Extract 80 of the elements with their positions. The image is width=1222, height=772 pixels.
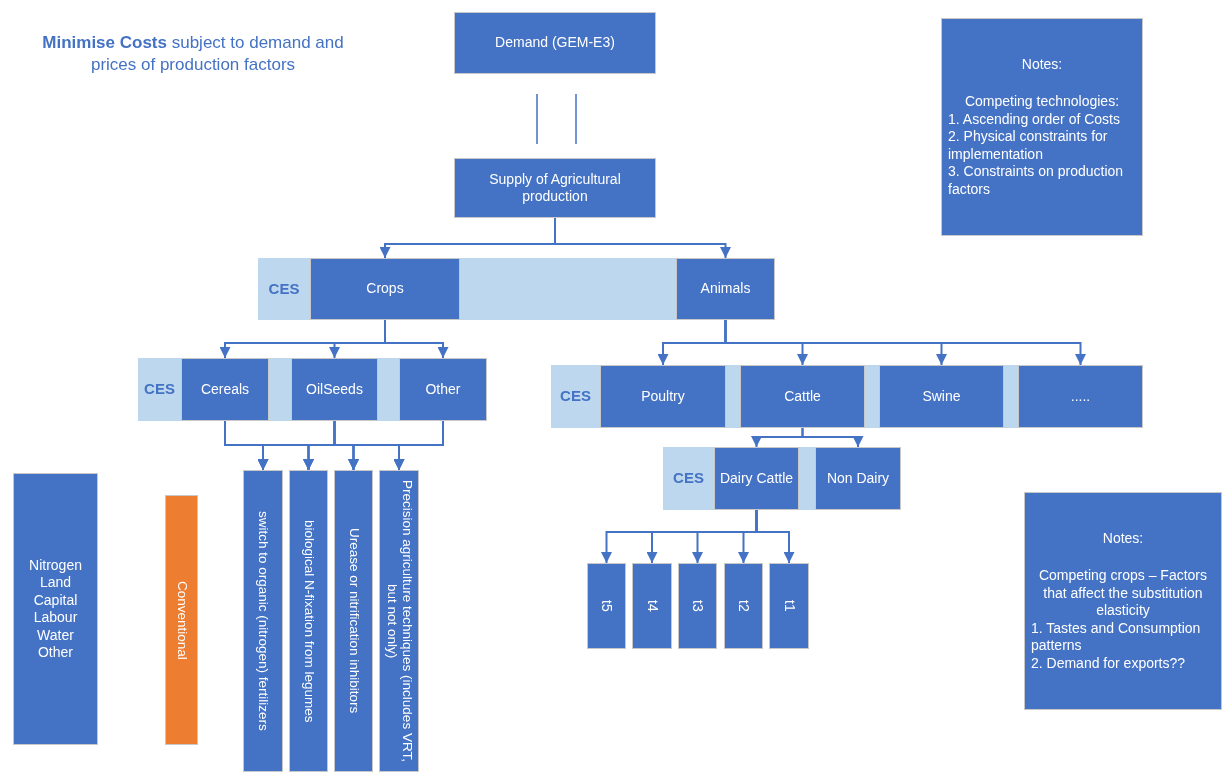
note-text: 1. Tastes and Consumption patterns <box>1031 619 1202 655</box>
factor-label: Capital <box>33 591 78 609</box>
box-label: Crops <box>366 280 404 298</box>
box-label: t3 <box>689 600 706 612</box>
ces-band <box>663 447 901 510</box>
box-label: Non Dairy <box>826 469 890 488</box>
box-label: Swine <box>922 387 961 406</box>
ces-label: CES <box>559 386 592 407</box>
factor-label: Labour <box>33 609 78 627</box>
process-box <box>587 563 626 649</box>
box-label: OilSeeds <box>306 380 363 399</box>
ces-label: CES <box>267 278 301 299</box>
box-label: Animals <box>700 280 751 298</box>
notes-box <box>941 18 1143 236</box>
process-box <box>815 447 901 510</box>
process-box <box>1018 365 1143 428</box>
ces-band <box>551 365 1143 428</box>
process-box <box>678 563 717 649</box>
process-box <box>454 12 656 74</box>
process-box <box>379 470 419 772</box>
objective-note: Minimise Costs subject to demand and prices of production factors <box>41 32 345 77</box>
box-label: Cereals <box>200 380 250 399</box>
process-box <box>740 365 865 428</box>
box-label: t1 <box>781 600 797 612</box>
process-box <box>879 365 1004 428</box>
process-box <box>181 358 269 421</box>
process-box <box>291 358 378 421</box>
box-label: Demand (GEM-E3) <box>495 34 615 52</box>
process-box <box>399 358 487 421</box>
box-label: t4 <box>644 600 660 612</box>
note-text: 1. Ascending order of Costs <box>948 110 1121 129</box>
box-label: Urease or nitrification inhibitors <box>346 528 361 714</box>
note-text: Competing technologies: <box>963 93 1121 111</box>
factor-label: Nitrogen <box>29 556 82 574</box>
process-box <box>310 258 460 320</box>
box-label: Poultry <box>641 387 685 406</box>
box-label: biological N-fixation from legumes <box>301 519 316 723</box>
process-box <box>243 470 283 772</box>
note-text: 3. Constraints on production factors <box>948 163 1125 199</box>
process-box <box>334 470 373 772</box>
ces-label: CES <box>143 379 176 400</box>
box-label: t2 <box>735 600 752 612</box>
link-lines <box>536 93 577 145</box>
notes-heading: Notes: <box>1020 55 1064 74</box>
factor-label: Other <box>38 644 73 662</box>
process-box <box>632 563 672 649</box>
box-label: t5 <box>598 600 615 612</box>
process-box <box>600 365 726 428</box>
process-box <box>289 470 328 772</box>
box-label: Cattle <box>784 387 821 406</box>
notes-heading: Notes: <box>1101 529 1145 548</box>
process-box <box>165 495 198 745</box>
box-label: Precision agriculture techniques (includes VRT, but not only) <box>384 479 414 764</box>
box-label: ..... <box>1070 387 1091 406</box>
process-box <box>714 447 799 510</box>
process-box <box>724 563 763 649</box>
ces-label: CES <box>672 468 705 489</box>
process-box <box>769 563 809 649</box>
note-text: Competing crops – Factors that affect the substitution elasticity <box>1037 567 1209 620</box>
box-label: Conventional <box>174 580 189 660</box>
factor-label: Land <box>39 574 72 592</box>
box-label: Dairy Cattle <box>719 469 794 488</box>
arrow <box>554 217 731 259</box>
process-box <box>454 158 656 218</box>
arrow <box>384 319 449 359</box>
notes-box <box>1024 492 1222 710</box>
note-text: 2. Demand for exports?? <box>1031 654 1187 673</box>
box-label: switch to organic (nitrogen) fertilizers <box>255 511 271 731</box>
arrow <box>393 420 444 471</box>
arrow <box>724 319 1086 366</box>
box-label: Other <box>425 380 461 399</box>
factor-box <box>13 473 98 745</box>
ces-band <box>138 358 487 421</box>
ces-band <box>258 258 775 320</box>
process-box <box>676 258 775 320</box>
arrow <box>755 509 795 564</box>
box-label: Supply of Agricultural production <box>488 170 622 206</box>
factor-label: Water <box>37 626 74 644</box>
arrow <box>801 427 864 448</box>
note-text: 2. Physical constraints for implementation <box>948 128 1109 164</box>
